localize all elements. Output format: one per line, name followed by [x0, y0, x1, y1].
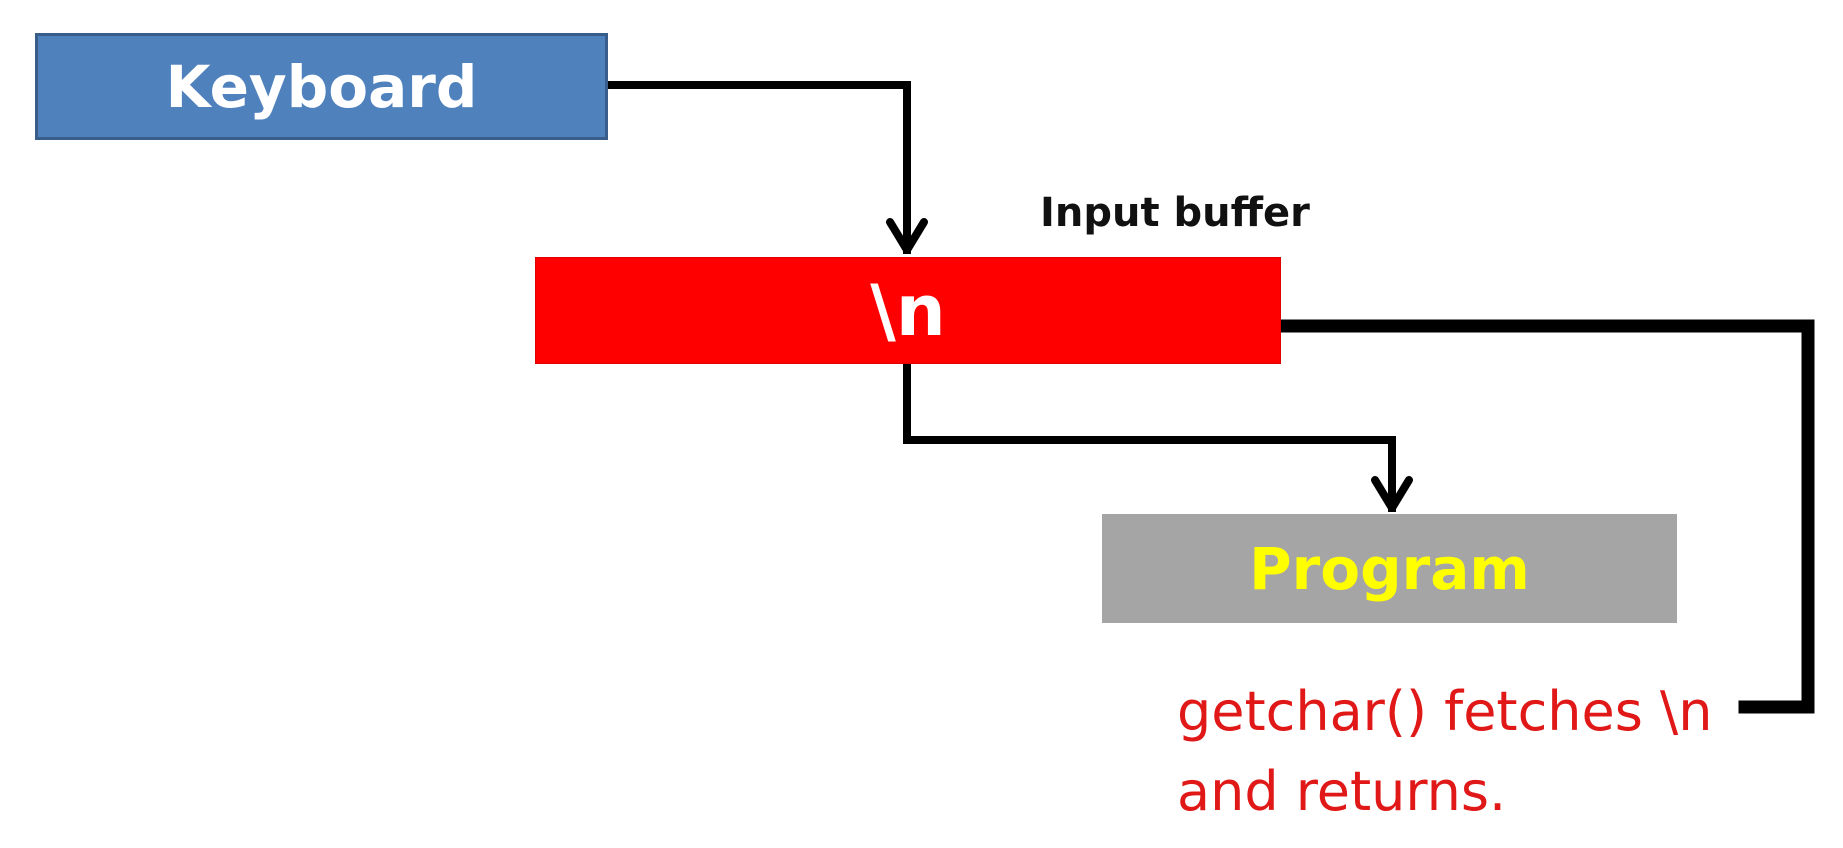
arrowhead-buffer-to-program — [1371, 476, 1413, 512]
getchar-note-line-1: getchar() fetches \n — [1177, 680, 1713, 743]
input-buffer-label: Input buffer — [1040, 190, 1310, 236]
arrowhead-keyboard-to-buffer — [886, 218, 928, 254]
getchar-note-line-2: and returns. — [1177, 760, 1507, 823]
arrow-keyboard-to-buffer — [604, 81, 911, 254]
arrow-buffer-to-program — [903, 360, 1396, 512]
buffer-newline-char: \n — [870, 269, 946, 352]
keyboard-label: Keyboard — [165, 52, 478, 121]
program-label: Program — [1249, 534, 1530, 603]
program-box: Program — [1102, 514, 1677, 623]
input-buffer-box: \n — [535, 257, 1281, 364]
keyboard-box: Keyboard — [35, 33, 608, 140]
getchar-note: getchar() fetches \n and returns. — [1177, 672, 1712, 832]
